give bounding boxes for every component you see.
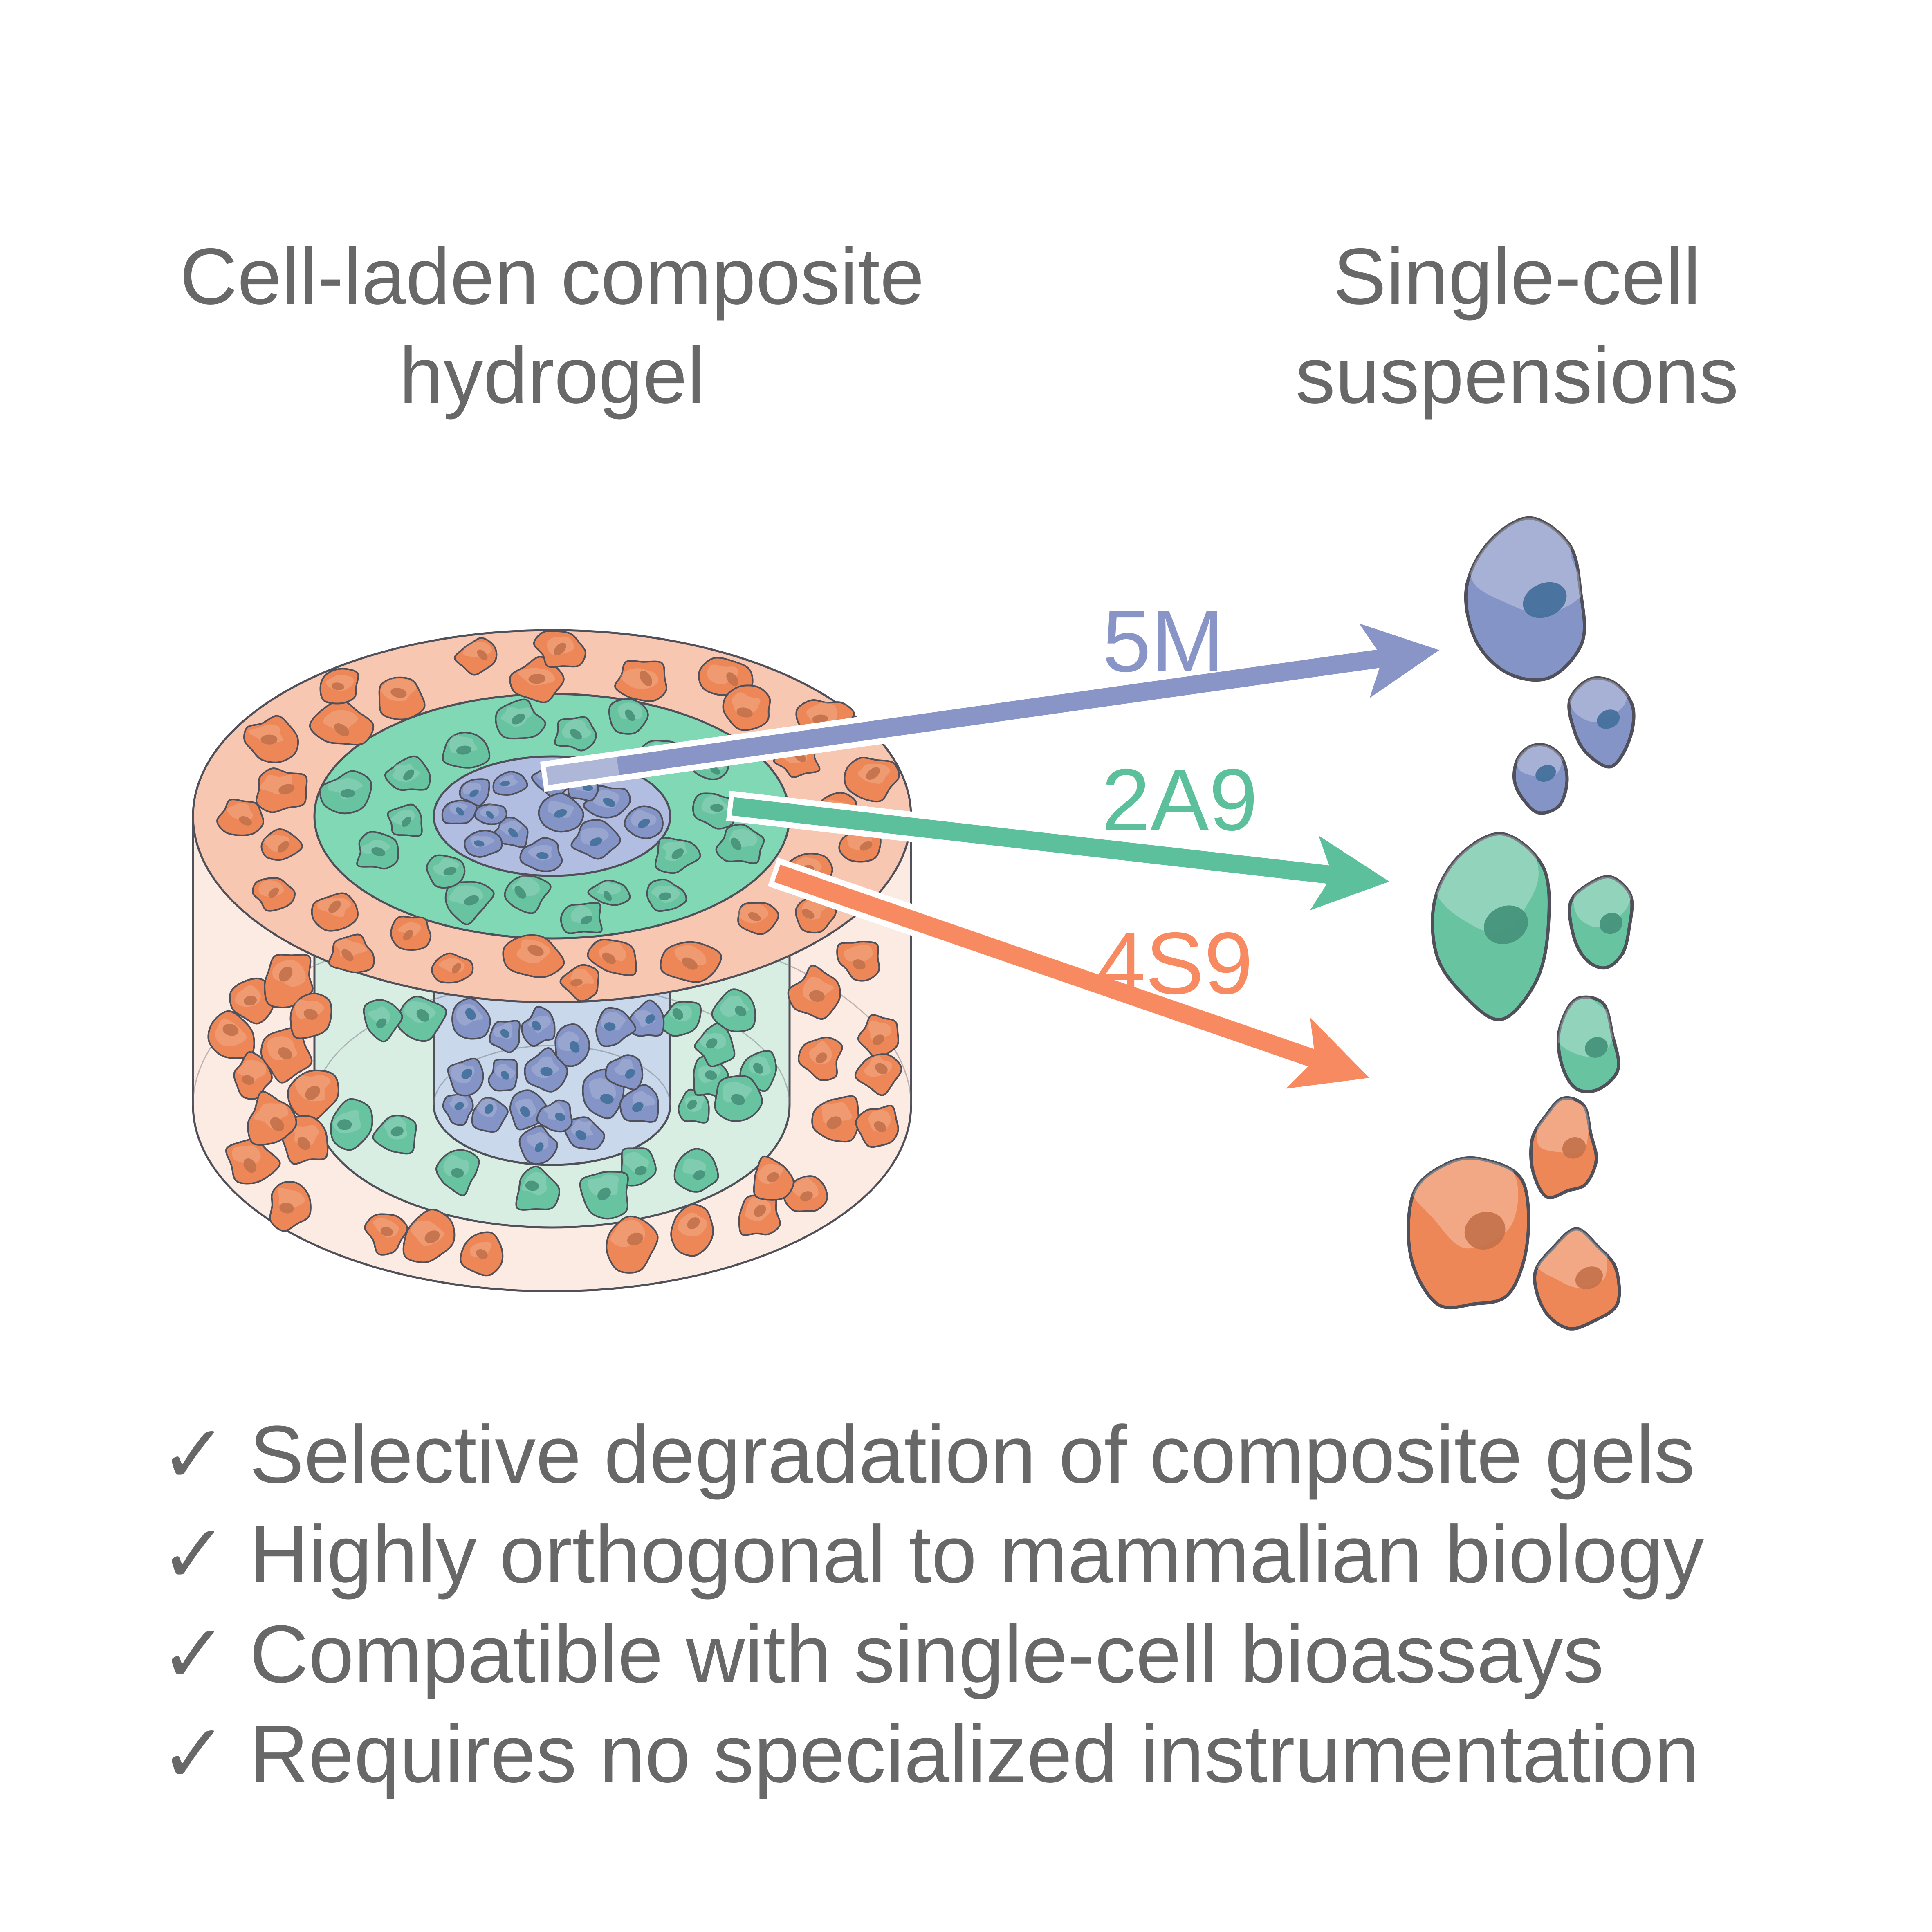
checklist-item-text: Requires no specialized instrumentation — [249, 1708, 1700, 1800]
title-hydrogel-line1: Cell-laden composite — [180, 232, 924, 321]
arrowhead-blue — [1359, 623, 1439, 698]
checkmark-icon: ✓ — [159, 1409, 228, 1500]
arrow-label-4S9: 4S9 — [1097, 914, 1253, 1012]
checklist-item: ✓Selective degradation of composite gels — [159, 1405, 1704, 1505]
cell-blob — [536, 1099, 573, 1133]
cell-blob — [711, 988, 756, 1032]
cell-blob — [431, 952, 474, 984]
cell-blob — [453, 637, 498, 676]
cell-blob — [233, 1051, 273, 1100]
hydrogel-cylinder — [192, 629, 912, 1292]
arrowhead-green — [1310, 835, 1389, 911]
cell-blob — [504, 875, 552, 914]
cell-blob — [854, 1053, 902, 1096]
title-suspensions-line1: Single-cell — [1333, 232, 1701, 321]
cell-blob — [492, 771, 528, 796]
cell-blob — [471, 1097, 509, 1133]
title-hydrogel: Cell-laden composite hydrogel — [143, 227, 961, 425]
arrow-shaft-orange — [774, 864, 1322, 1069]
cell-blob — [378, 676, 426, 720]
checklist-item: ✓Requires no specialized instrumentation — [159, 1704, 1704, 1804]
checklist-item: ✓Compatible with single-cell bioassays — [159, 1604, 1704, 1704]
cell-blob — [673, 1148, 719, 1193]
arrowhead-orange — [1286, 1017, 1369, 1089]
cell-blob — [560, 902, 603, 934]
title-hydrogel-line2: hydrogel — [399, 331, 705, 420]
checklist-item: ✓Highly orthogonal to mammalian biology — [159, 1505, 1704, 1604]
arrow-label-2A9: 2A9 — [1102, 750, 1258, 849]
checkmark-icon: ✓ — [159, 1609, 228, 1700]
cell-blob — [595, 1007, 636, 1047]
arrow-shaft-green — [732, 797, 1338, 885]
title-suspensions: Single-cell suspensions — [1251, 227, 1783, 425]
checklist-item-text: Selective degradation of composite gels — [249, 1409, 1695, 1500]
cell-blob — [722, 684, 771, 731]
cell-blob — [502, 934, 565, 978]
checklist-item-text: Compatible with single-cell bioassays — [249, 1609, 1604, 1700]
cell-blob — [844, 757, 900, 803]
feature-checklist: ✓Selective degradation of composite gels… — [159, 1405, 1704, 1804]
single-cell-clusters — [1407, 516, 1636, 1331]
arrow-label-5M: 5M — [1102, 592, 1225, 690]
checklist-item-text: Highly orthogonal to mammalian biology — [249, 1509, 1704, 1600]
cell-blob — [605, 1054, 644, 1091]
degradation-arrows — [540, 623, 1439, 1089]
arrow-shaft-blue — [545, 648, 1388, 785]
cell-blob — [670, 1203, 714, 1257]
checkmark-icon: ✓ — [159, 1708, 228, 1800]
title-suspensions-line2: suspensions — [1295, 331, 1739, 420]
checkmark-icon: ✓ — [159, 1509, 228, 1600]
cell-blob — [614, 660, 668, 702]
